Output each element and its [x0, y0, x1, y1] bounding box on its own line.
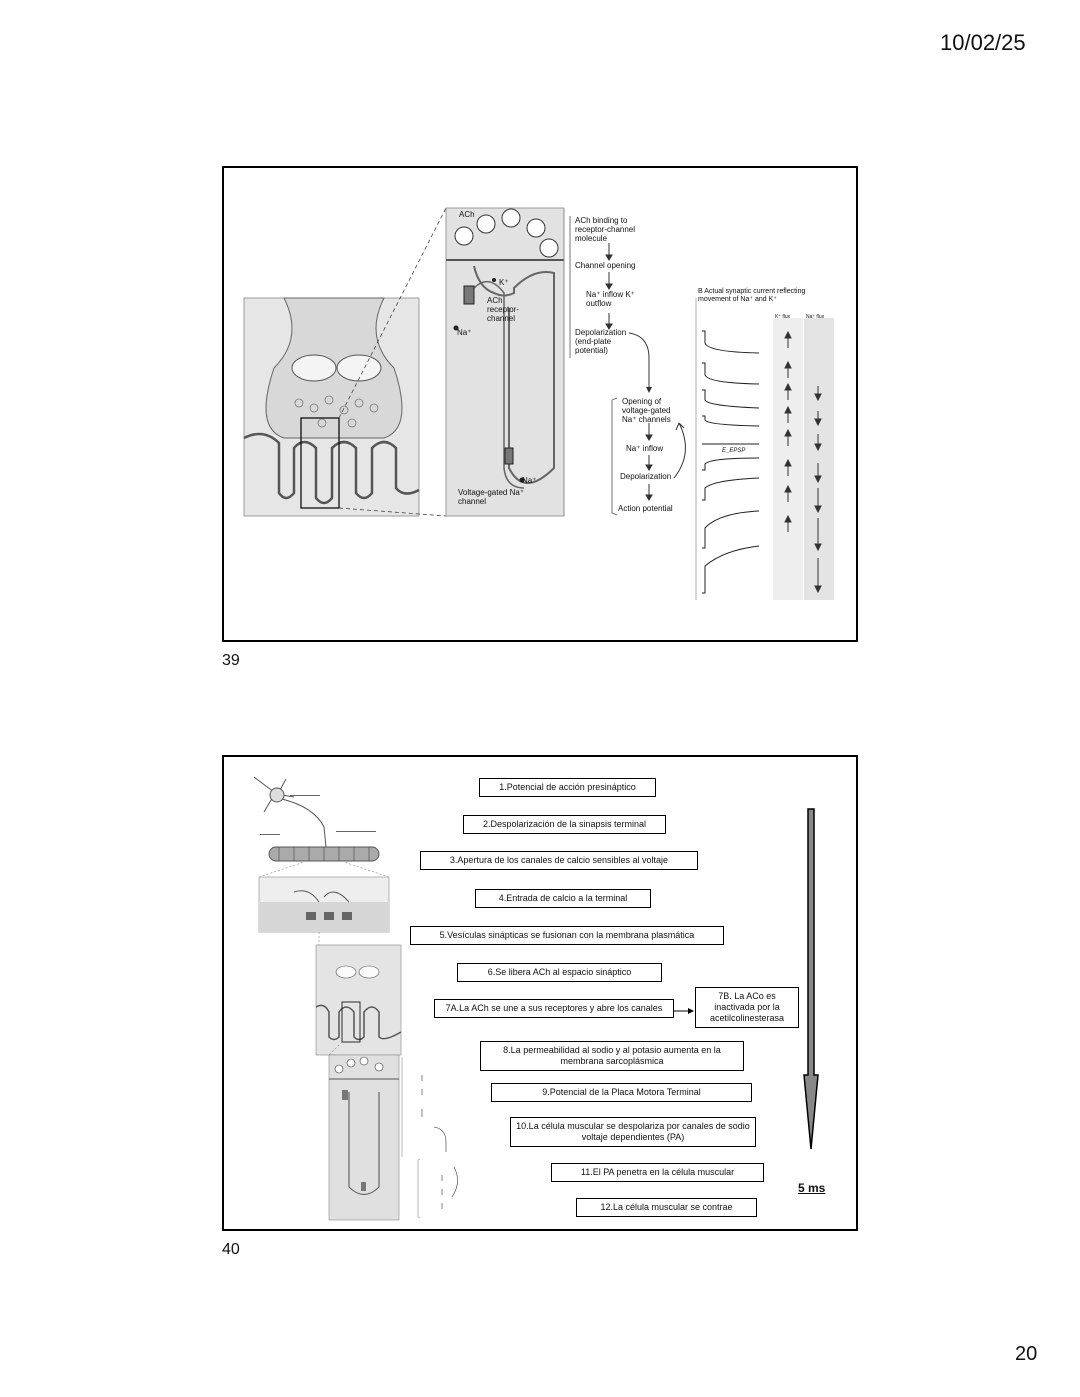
- step-5-box: 5.Vesículas sinápticas se fusionan con l…: [410, 926, 724, 945]
- flow-step-depolarization: Depolarization: [620, 472, 672, 481]
- panel-b-title: B Actual synaptic current reflecting mov…: [698, 288, 806, 303]
- slide-39-number: 39: [222, 652, 240, 669]
- step-7a-box: 7A.La ACh se une a sus receptores y abre…: [434, 999, 674, 1018]
- page-number: 20: [1015, 1343, 1038, 1365]
- flow-step-depolarization-epp: Depolarization (end-plate potential): [575, 328, 627, 355]
- thumbnail-label-line: [336, 831, 376, 835]
- epsp-label: E_EPSP: [722, 448, 746, 454]
- k-flux-header: K⁺ flux: [775, 314, 791, 320]
- na-plus-label-left: Na⁺: [457, 328, 472, 337]
- step-10-box: 10.La célula muscular se despolariza por…: [510, 1117, 756, 1147]
- motor-neuron-thumbnail-figure: [253, 776, 819, 1221]
- k-plus-label: K⁺: [499, 278, 509, 287]
- flow-step-ion-flow: Na⁺ inflow K⁺ outflow: [586, 290, 635, 308]
- step-3-box: 3.Apertura de los canales de calcio sens…: [420, 851, 698, 870]
- step-4-box: 4.Entrada de calcio a la terminal: [475, 889, 651, 908]
- flow-step-ach-binding: ACh binding to receptor-channel molecule: [575, 216, 636, 243]
- step-8-box: 8.La permeabilidad al sodio y al potasio…: [480, 1041, 744, 1071]
- slide-40-number: 40: [222, 1241, 240, 1258]
- header-date: 10/02/25: [940, 30, 1026, 55]
- step-11-box: 11.El PA penetra en la célula muscular: [551, 1163, 764, 1182]
- step-12-box: 12.La célula muscular se contrae: [576, 1198, 757, 1217]
- neuromuscular-junction-figure: [243, 207, 834, 600]
- flow-step-action-potential: Action potential: [618, 504, 673, 513]
- thumbnail-label-line: [290, 795, 320, 799]
- step-9-box: 9.Potencial de la Placa Motora Terminal: [491, 1083, 752, 1102]
- ach-label: ACh: [459, 210, 475, 219]
- voltage-gated-channel-label: Voltage-gated Na⁺ channel: [458, 488, 525, 506]
- slide-39: ACh K⁺ Na⁺ ACh receptor-channel Na⁺ Volt…: [222, 166, 858, 642]
- step-2-box: 2.Despolarización de la sinapsis termina…: [463, 815, 666, 834]
- flow-step-vg-opening: Opening of voltage-gated Na⁺ channels: [622, 397, 671, 424]
- na-plus-label-right: Na⁺: [522, 476, 537, 485]
- step-6-box: 6.Se libera ACh al espacio sináptico: [457, 963, 662, 982]
- na-flux-header: Na⁺ flux: [806, 314, 825, 320]
- flow-step-channel-opening: Channel opening: [575, 261, 636, 270]
- step-7b-box: 7B. La ACo es inactivada por la acetilco…: [695, 987, 799, 1028]
- time-scale-label: 5 ms: [798, 1181, 826, 1195]
- step-1-box: 1.Potencial de acción presináptico: [479, 778, 656, 797]
- thumbnail-label-line: [260, 834, 280, 838]
- flow-step-na-inflow: Na⁺ inflow: [626, 444, 664, 453]
- slide-40: 1.Potencial de acción presináptico 2.Des…: [222, 755, 858, 1231]
- ach-receptor-channel-label: ACh receptor-channel: [487, 296, 520, 323]
